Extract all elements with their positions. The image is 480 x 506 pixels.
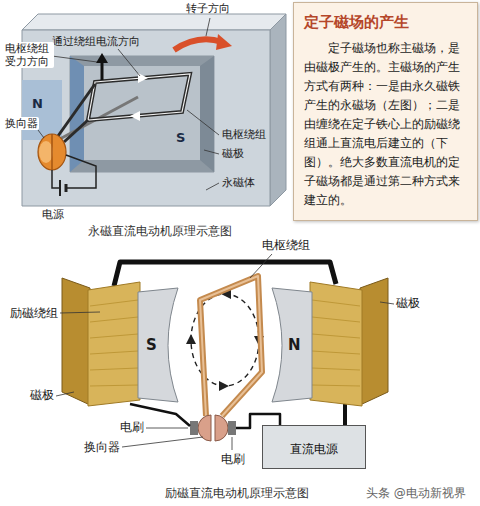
force-arrow [96, 53, 108, 80]
magnet-front-face [22, 30, 270, 206]
coil-highlight [88, 74, 190, 120]
pole-base [62, 278, 90, 405]
s-pole-face [200, 56, 214, 172]
part-label: 换向器 [4, 117, 39, 130]
magnet-gap-back [84, 66, 200, 160]
info-body: 定子磁场也称主磁场，是由磁极产生的。主磁场的产生方式有两种：一是由永久磁铁产生的… [304, 39, 469, 210]
magnet-top-face [22, 14, 286, 30]
pole-shoe [138, 288, 178, 402]
part-label: 电刷 [120, 420, 144, 434]
pole-letter: S [176, 130, 185, 146]
part-label: 通过绕组电流方向 [52, 35, 140, 48]
part-label: 电刷 [221, 452, 245, 466]
brush [228, 421, 236, 435]
current-arrow [130, 111, 140, 121]
rotor-arrow [174, 34, 232, 50]
magnet-side-face [270, 14, 286, 206]
power-source-box: 直流电源 [262, 425, 366, 469]
pole-letter: N [32, 96, 43, 112]
part-label: 励磁绕组 [10, 306, 58, 320]
part-label: 电枢绕组 受力方向 [4, 42, 54, 68]
field-winding [88, 282, 140, 406]
info-title: 定子磁场的产生 [304, 13, 469, 33]
power-source-text: 直流电源 [267, 442, 361, 458]
part-label: 电枢绕组 [262, 238, 310, 252]
pole-letter: N [288, 336, 301, 354]
pole-letter: S [146, 336, 157, 354]
commutator [38, 134, 66, 170]
part-label: 磁极 [222, 147, 244, 160]
brush [190, 421, 198, 435]
part-label: 电枢绕组 [222, 128, 266, 141]
current-arrow [138, 73, 148, 83]
part-label: 磁极 [396, 296, 420, 310]
commutator [190, 415, 236, 441]
coil-loop [88, 74, 190, 120]
info-box: 定子磁场的产生定子磁场也称主磁场，是由磁极产生的。主磁场的产生方式有两种：一是由… [293, 2, 478, 221]
part-label: 磁极 [30, 388, 54, 402]
watermark: 头条 @电动新视界 [366, 486, 466, 500]
armature-winding [200, 276, 262, 416]
leader-lines [56, 254, 394, 450]
pole-base [360, 278, 388, 405]
part-label: 电源 [42, 208, 64, 221]
figure-caption: 永磁直流电动机原理示意图 [88, 224, 232, 238]
field-winding [310, 282, 362, 406]
part-label: 换向器 [84, 440, 120, 454]
right-pole [272, 278, 388, 406]
left-pole [62, 278, 178, 406]
armature-coil [58, 73, 190, 142]
coil-lead [58, 84, 95, 136]
figure-caption: 励磁直流电动机原理示意图 [165, 486, 309, 500]
pole-shoe [272, 288, 312, 402]
part-label: 永磁体 [222, 176, 255, 189]
part-label: 转子方向 [186, 2, 230, 15]
battery-circuit [52, 155, 96, 196]
permanent-magnet [22, 14, 286, 206]
brush-wires [130, 404, 280, 428]
n-pole-band [22, 80, 62, 140]
leader-lines [38, 18, 219, 190]
